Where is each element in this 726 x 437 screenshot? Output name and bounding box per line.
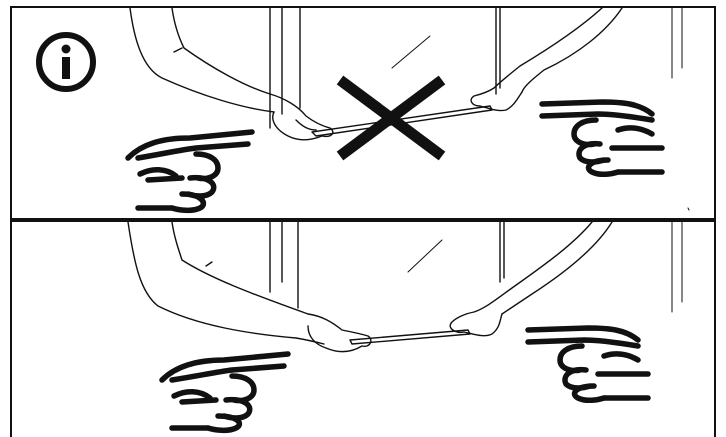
right-arm xyxy=(450,222,612,336)
right-arm xyxy=(471,8,622,111)
pointing-hand-icon xyxy=(528,328,648,400)
level-panel xyxy=(350,330,470,344)
pointing-hand-icon xyxy=(128,132,252,210)
pointing-hand-icon xyxy=(162,354,288,430)
left-arm xyxy=(130,8,333,140)
cabinet-outline xyxy=(270,8,689,210)
incorrect-handling-panel xyxy=(10,6,716,220)
correct-handling-illustration xyxy=(12,222,714,437)
cross-icon xyxy=(340,80,442,156)
info-icon xyxy=(34,30,98,94)
pointing-hand-icon xyxy=(542,102,662,174)
incorrect-handling-illustration xyxy=(12,8,714,218)
cabinet-outline xyxy=(270,222,682,312)
left-arm xyxy=(128,222,371,352)
correct-handling-panel xyxy=(10,220,716,437)
